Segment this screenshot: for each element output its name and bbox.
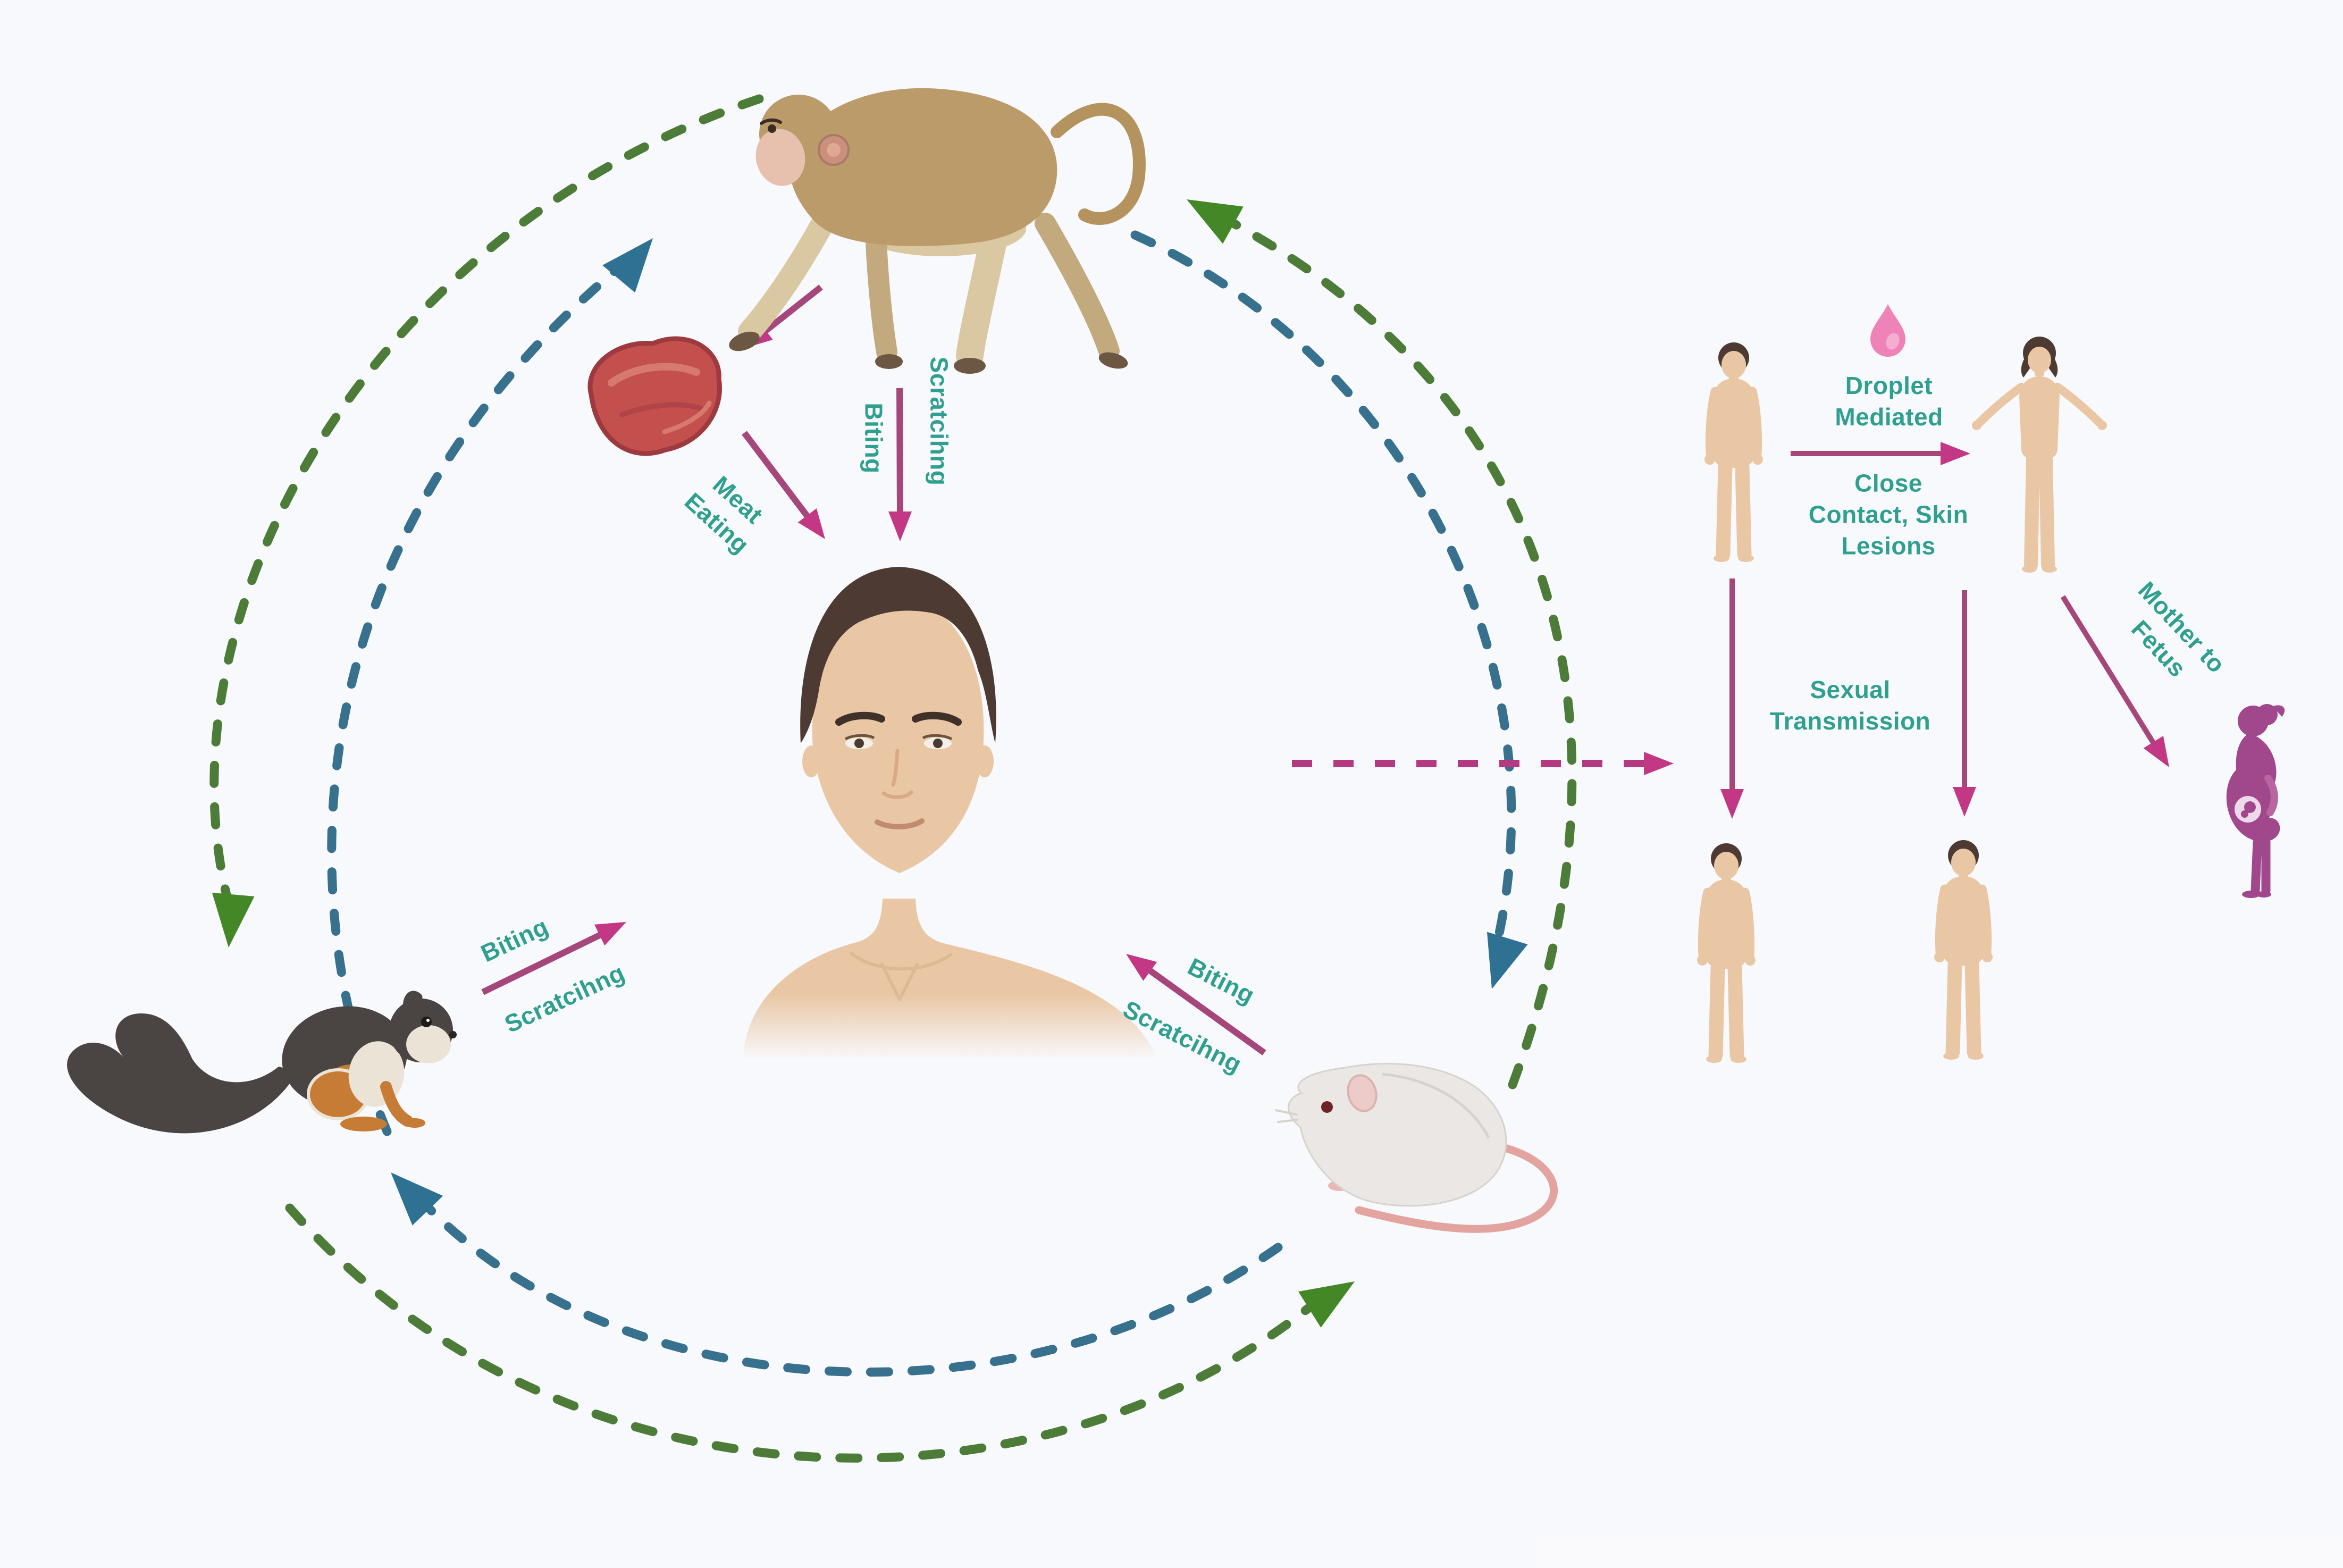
arc-monkey-to-rat bbox=[1130, 230, 1516, 957]
raw-meat-icon bbox=[587, 336, 722, 456]
squirrel-icon bbox=[67, 991, 457, 1134]
arrow-meat-to-human bbox=[742, 431, 819, 531]
panel-arrows bbox=[1729, 451, 2157, 793]
label-droplet-mediated: Droplet Mediated bbox=[1835, 372, 1943, 431]
blue-arrowhead-to-monkey bbox=[602, 224, 669, 293]
dashed-arrow-head bbox=[1644, 752, 1674, 775]
human-bust-icon bbox=[733, 567, 1170, 1061]
infected-man-right-icon bbox=[1934, 840, 1993, 1060]
green-dashed-cycle bbox=[209, 94, 1577, 1463]
arc-rat-to-monkey bbox=[1229, 219, 1577, 1089]
infected-man-left-icon bbox=[1697, 843, 1756, 1063]
arrow-mother-fetus bbox=[2060, 595, 2157, 746]
woman-icon bbox=[1972, 337, 2107, 573]
monkey-icon bbox=[729, 88, 1146, 374]
green-arrowhead-to-monkey bbox=[1176, 181, 1244, 244]
green-arrowhead-to-squirrel bbox=[207, 892, 255, 950]
man-icon bbox=[1704, 342, 1763, 562]
blue-arrowhead-to-rat bbox=[1471, 932, 1528, 995]
arc-monkey-to-squirrel bbox=[209, 94, 764, 909]
label-close-contact: Close Contact, Skin Lesions bbox=[1808, 469, 1969, 560]
watermark-strip bbox=[1534, 1535, 2343, 1568]
label-biting-top: Biting bbox=[860, 403, 888, 474]
label-sexual-transmission: Sexual Transmission bbox=[1769, 676, 1931, 735]
arrow-rat-to-human bbox=[1141, 963, 1266, 1055]
rat-icon bbox=[1275, 1063, 1558, 1233]
arc-squirrel-to-rat bbox=[285, 1203, 1323, 1463]
pregnant-woman-icon bbox=[2227, 704, 2285, 898]
droplet-icon bbox=[1870, 304, 1905, 357]
arrow-squirrel-to-human bbox=[481, 927, 611, 995]
arc-rat-to-squirrel bbox=[415, 1194, 1283, 1377]
label-scratching-top: Scratcihng bbox=[925, 356, 953, 486]
blue-arrowhead-to-squirrel bbox=[375, 1158, 443, 1226]
green-arrowhead-to-rat bbox=[1298, 1263, 1366, 1328]
